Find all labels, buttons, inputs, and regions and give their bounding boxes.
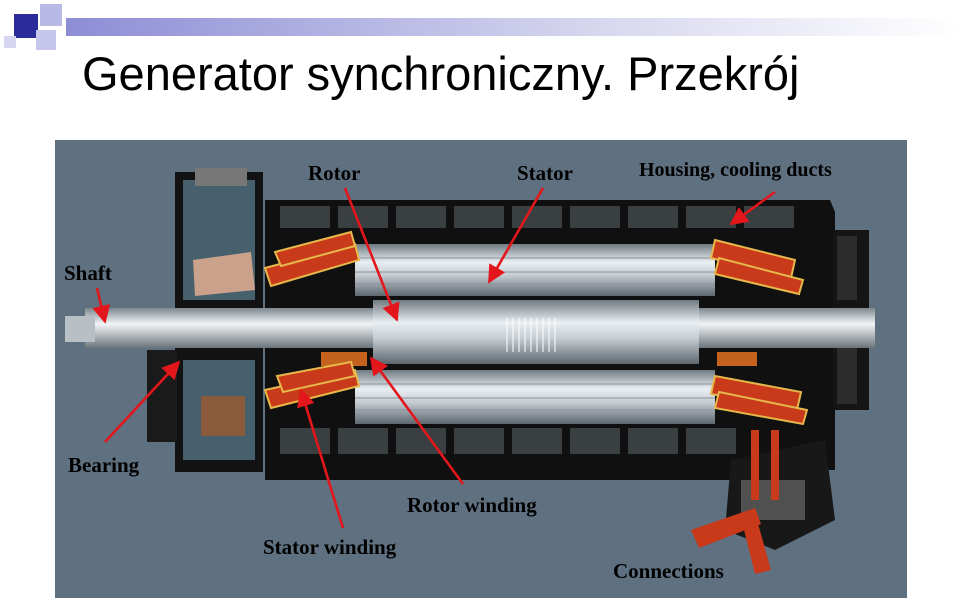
label-bearing: Bearing xyxy=(68,453,140,477)
label-housing: Housing, cooling ducts xyxy=(639,159,832,181)
label-connections: Connections xyxy=(613,559,724,583)
arrow-rotor xyxy=(343,187,400,322)
stator-core xyxy=(355,244,715,424)
label-shaft: Shaft xyxy=(64,261,112,285)
arrow-stator-winding xyxy=(297,388,345,529)
slide-title: Generator synchroniczny. Przekrój xyxy=(82,47,800,100)
arrow-shaft xyxy=(92,287,111,324)
label-stator: Stator xyxy=(517,161,573,185)
pointer-arrows xyxy=(92,187,776,529)
label-stator-winding: Stator winding xyxy=(263,535,397,559)
terminal-box xyxy=(691,430,835,574)
generator-cross-section-diagram: Rotor Stator Housing, cooling ducts Shaf… xyxy=(55,140,907,598)
label-rotor-winding: Rotor winding xyxy=(407,493,537,517)
shaft-end xyxy=(65,316,95,342)
arrow-bearing xyxy=(104,360,181,443)
header-square-small xyxy=(4,36,16,48)
arrow-rotor-winding xyxy=(369,356,465,485)
header-bar xyxy=(66,18,959,36)
arrow-housing xyxy=(729,190,776,226)
header-square-dark xyxy=(14,14,38,38)
rotor-body xyxy=(373,300,699,364)
diagram-canvas: Rotor Stator Housing, cooling ducts Shaf… xyxy=(64,159,875,583)
stator-winding-ends xyxy=(263,230,809,426)
header-square-light xyxy=(40,4,62,26)
rotor-winding-ends xyxy=(321,352,757,366)
arrow-stator xyxy=(487,187,545,284)
header-square-mid xyxy=(36,30,56,50)
label-rotor: Rotor xyxy=(308,161,360,185)
